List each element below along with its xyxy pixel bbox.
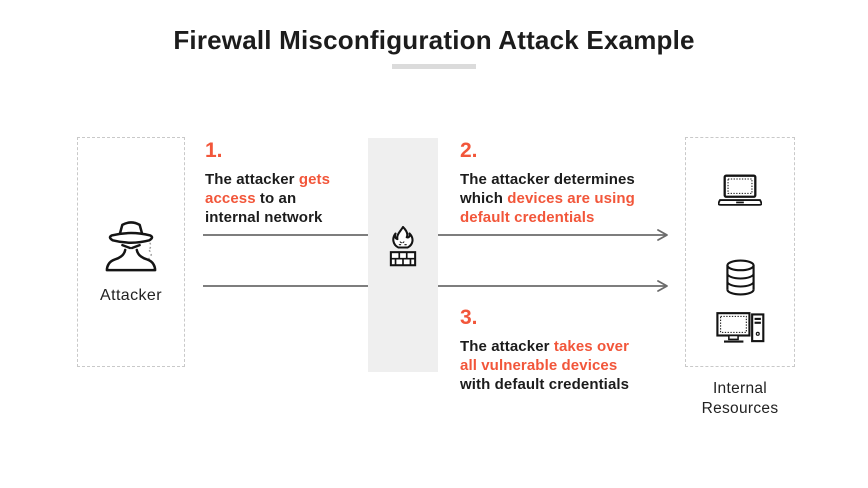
laptop-icon bbox=[718, 174, 762, 207]
internal-resources-box bbox=[685, 137, 795, 367]
step-2-number: 2. bbox=[460, 139, 478, 162]
database-icon bbox=[725, 259, 756, 296]
attacker-box: Attacker bbox=[77, 137, 185, 367]
attack-arrow-top bbox=[203, 229, 668, 241]
title-underline-bar bbox=[392, 64, 476, 69]
firewall-brick-flame-icon bbox=[389, 226, 417, 269]
internal-resources-label: Internal Resources bbox=[701, 380, 779, 417]
page-title: Firewall Misconfiguration Attack Example bbox=[173, 25, 695, 55]
spy-icon bbox=[99, 221, 163, 275]
attack-arrow-bottom bbox=[203, 280, 668, 292]
step-1-number: 1. bbox=[205, 139, 223, 162]
desktop-computer-icon bbox=[715, 312, 765, 345]
step-3-number: 3. bbox=[460, 306, 478, 329]
attacker-label: Attacker bbox=[100, 287, 162, 304]
firewall-band bbox=[368, 138, 438, 372]
